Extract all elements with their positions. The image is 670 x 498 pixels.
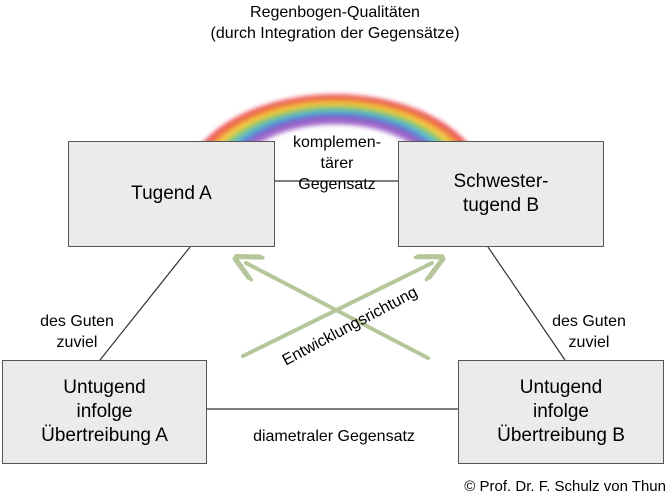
virtue-a-text: Tugend A bbox=[131, 182, 212, 206]
vice-b-line-1: Untugend bbox=[519, 377, 603, 398]
complementary-line-1: komplemen- bbox=[292, 134, 382, 151]
vice-b-text: Untugend infolge Übertreibung B bbox=[497, 376, 625, 448]
sister-virtue-b-line-1: Schwester- bbox=[453, 171, 549, 192]
complementary-line-3: Gegensatz bbox=[298, 176, 376, 193]
vice-a-line-1: Untugend bbox=[63, 377, 146, 398]
virtue-a-line: Tugend A bbox=[131, 183, 212, 204]
too-much-left-label: des Guten zuviel bbox=[22, 311, 132, 353]
sister-virtue-b-box: Schwester- tugend B bbox=[398, 141, 604, 247]
diametrical-label: diametraler Gegensatz bbox=[253, 428, 415, 445]
complementary-label: komplemen- tärer Gegensatz bbox=[275, 132, 399, 195]
too-much-left-line-1: des Guten bbox=[40, 313, 114, 330]
complementary-line-2: tärer bbox=[320, 155, 354, 172]
connector-virtue-b-to-vice-b bbox=[487, 246, 566, 361]
vice-a-line-3: Übertreibung A bbox=[41, 425, 168, 446]
diagram-subtitle: (durch Integration der Gegensätze) bbox=[210, 25, 460, 42]
too-much-right-label: des Guten zuviel bbox=[534, 311, 644, 353]
virtue-a-box: Tugend A bbox=[68, 141, 275, 247]
diagram-title: Regenbogen-Qualitäten bbox=[250, 4, 420, 21]
vice-b-box: Untugend infolge Übertreibung B bbox=[458, 360, 664, 464]
vice-b-line-3: Übertreibung B bbox=[497, 425, 625, 446]
too-much-right-line-2: zuviel bbox=[568, 334, 610, 351]
vice-a-text: Untugend infolge Übertreibung A bbox=[41, 376, 168, 448]
connector-virtue-a-to-vice-a bbox=[99, 246, 191, 361]
sister-virtue-b-text: Schwester- tugend B bbox=[453, 170, 548, 218]
development-arrow-to-virtue-b bbox=[241, 263, 432, 358]
vice-b-line-2: infolge bbox=[532, 401, 589, 422]
sister-virtue-b-line-2: tugend B bbox=[462, 195, 540, 216]
vice-a-line-2: infolge bbox=[76, 401, 133, 422]
vice-a-box: Untugend infolge Übertreibung A bbox=[2, 360, 207, 464]
copyright-notice: © Prof. Dr. F. Schulz von Thun bbox=[464, 478, 666, 495]
too-much-right-line-1: des Guten bbox=[552, 313, 626, 330]
too-much-left-line-2: zuviel bbox=[56, 334, 98, 351]
